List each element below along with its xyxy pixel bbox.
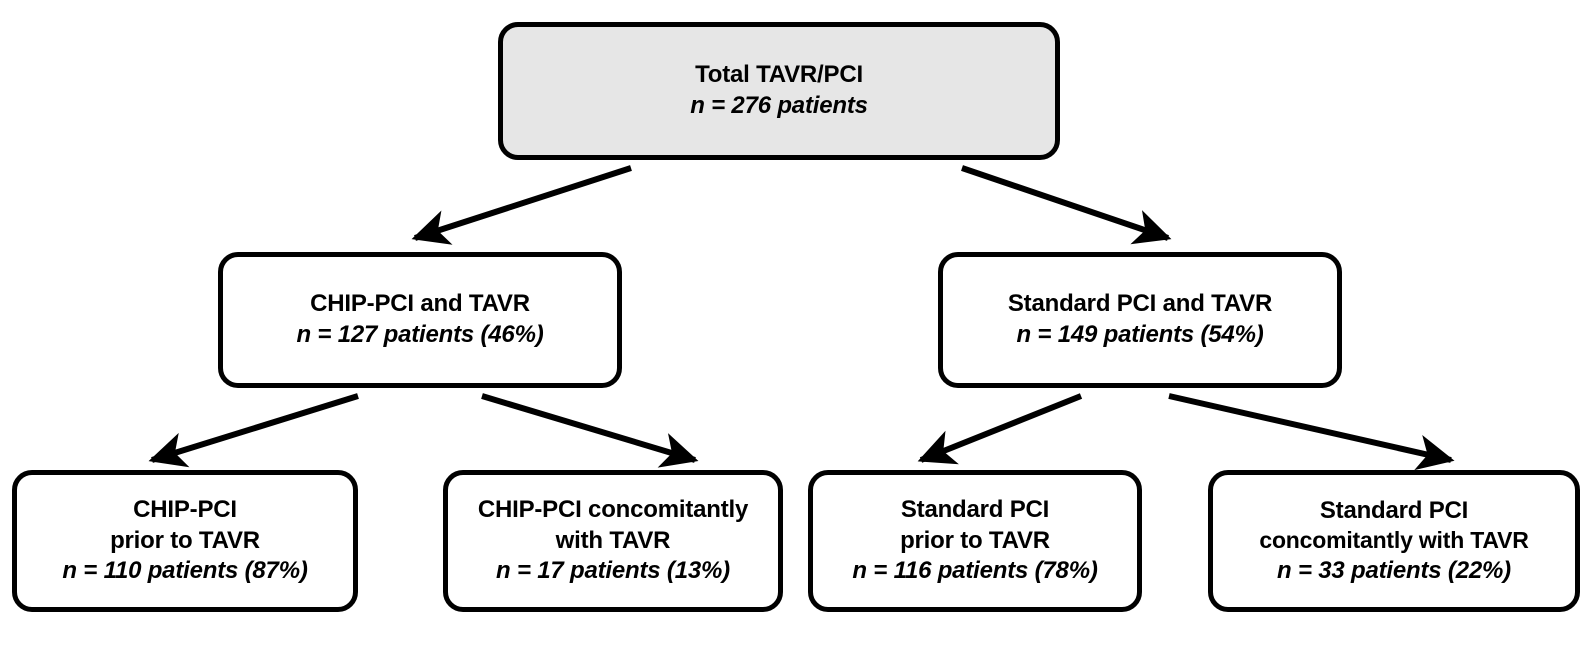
edge-total-to-standard: [961, 165, 1172, 245]
node-total-title: Total TAVR/PCI: [695, 61, 863, 89]
node-standard-pci-prior-to-tavr: Standard PCI prior to TAVR n = 116 patie…: [808, 470, 1142, 612]
edge-chip-to-chip-concomitant: [481, 393, 699, 468]
node-standard-pci-concomitant-with-tavr-title-line2: concomitantly with TAVR: [1259, 527, 1529, 554]
node-chip-pci-concomitant-with-tavr-title-line1: CHIP-PCI concomitantly: [477, 495, 749, 523]
edge-standard-to-standard-prior: [917, 393, 1083, 465]
node-chip-pci-prior-to-tavr: CHIP-PCI prior to TAVR n = 110 patients …: [12, 470, 358, 612]
node-chip-pci-prior-to-tavr-title-line2: prior to TAVR: [110, 526, 260, 554]
node-standard-pci-concomitant-with-tavr-count: n = 33 patients (22%): [1277, 556, 1511, 584]
node-chip-pci-and-tavr-title: CHIP-PCI and TAVR: [310, 290, 530, 318]
node-standard-pci-prior-to-tavr-title-line2: prior to TAVR: [900, 526, 1050, 554]
node-standard-pci-concomitant-with-tavr-title: Standard PCI concomitantly with TAVR: [1259, 496, 1528, 556]
node-standard-pci-prior-to-tavr-title-line1: Standard PCI: [900, 495, 1050, 523]
node-standard-pci-and-tavr-count: n = 149 patients (54%): [1016, 321, 1264, 348]
node-chip-pci-prior-to-tavr-count: n = 110 patients (87%): [62, 557, 308, 585]
node-chip-pci-prior-to-tavr-title: CHIP-PCI prior to TAVR: [110, 495, 260, 556]
node-chip-pci-concomitant-with-tavr-title-line2: with TAVR: [555, 526, 671, 554]
edge-standard-to-standard-concomitant: [1168, 393, 1455, 471]
node-chip-pci-concomitant-with-tavr: CHIP-PCI concomitantly with TAVR n = 17 …: [443, 470, 783, 612]
node-standard-pci-and-tavr-title: Standard PCI and TAVR: [1007, 290, 1273, 318]
node-chip-pci-and-tavr-count: n = 127 patients (46%): [296, 321, 544, 348]
node-chip-pci-and-tavr: CHIP-PCI and TAVR n = 127 patients (46%): [218, 252, 622, 388]
node-standard-pci-prior-to-tavr-title: Standard PCI prior to TAVR: [900, 495, 1050, 556]
edge-total-to-chip: [411, 165, 632, 245]
node-standard-pci-prior-to-tavr-count: n = 116 patients (78%): [852, 557, 1098, 585]
node-standard-pci-concomitant-with-tavr-title-line1: Standard PCI: [1319, 496, 1469, 524]
node-standard-pci-concomitant-with-tavr: Standard PCI concomitantly with TAVR n =…: [1208, 470, 1580, 612]
node-total-count: n = 276 patients: [690, 92, 868, 119]
node-total-tavr-pci: Total TAVR/PCI n = 276 patients: [498, 22, 1060, 160]
node-chip-pci-prior-to-tavr-title-line1: CHIP-PCI: [133, 495, 237, 523]
node-standard-pci-and-tavr: Standard PCI and TAVR n = 149 patients (…: [938, 252, 1342, 388]
node-chip-pci-concomitant-with-tavr-count: n = 17 patients (13%): [496, 557, 730, 585]
node-chip-pci-concomitant-with-tavr-title: CHIP-PCI concomitantly with TAVR: [477, 495, 749, 556]
edge-chip-to-chip-prior: [148, 393, 359, 468]
